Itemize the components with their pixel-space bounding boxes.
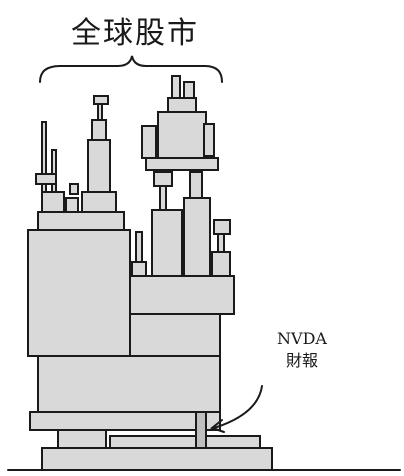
left-mid-knob: [131, 261, 147, 277]
right-column-knob: [153, 171, 173, 187]
left-small-knob-b: [69, 183, 79, 195]
lower-main-block: [37, 355, 221, 413]
right-tower-side: [203, 123, 215, 157]
right-column-rod: [159, 185, 167, 211]
left-thin-rod-a: [41, 121, 47, 193]
right-tower-platform: [145, 157, 219, 171]
callout-line-2: 財報: [285, 351, 318, 370]
left-block-top: [37, 211, 125, 231]
base-slab-middle: [57, 429, 107, 449]
nvda-callout: NVDA 財報: [262, 328, 342, 372]
callout-line-1: NVDA: [277, 329, 327, 348]
left-main-block: [27, 229, 131, 357]
right-tower-stub-b: [183, 81, 195, 99]
right-column-tall: [183, 197, 211, 277]
callout-arrowhead: [209, 419, 225, 433]
left-tower-column: [87, 139, 111, 193]
left-small-block-b: [65, 197, 79, 213]
nvda-pillar: [195, 411, 207, 449]
base-slab-bottom: [41, 447, 273, 471]
left-thin-rod-b: [51, 149, 57, 193]
base-slab-step: [109, 435, 261, 449]
callout-arrow: [213, 385, 263, 429]
right-block-mid: [129, 275, 235, 315]
left-tower-top: [93, 95, 109, 105]
right-tower-box: [157, 111, 207, 159]
right-column-mid: [151, 209, 183, 277]
right-tower-stub-a: [171, 75, 181, 99]
right-small-rod: [217, 233, 225, 253]
curly-brace: [39, 55, 223, 83]
right-tower-cap: [167, 97, 197, 113]
left-mid-rod: [135, 231, 143, 265]
right-block-bottom: [129, 313, 221, 357]
foundation-bar: [29, 411, 221, 431]
cartoon-title: 全球股市: [71, 16, 199, 51]
left-tower-cap: [91, 119, 107, 141]
left-tower-shelf: [81, 191, 117, 213]
right-small-stack-b: [211, 251, 231, 277]
right-small-stack-a: [213, 219, 231, 235]
right-tower-left-arm: [141, 125, 157, 159]
left-small-knob: [35, 173, 57, 185]
right-column-joint: [189, 171, 203, 199]
left-small-block-a: [41, 191, 65, 213]
